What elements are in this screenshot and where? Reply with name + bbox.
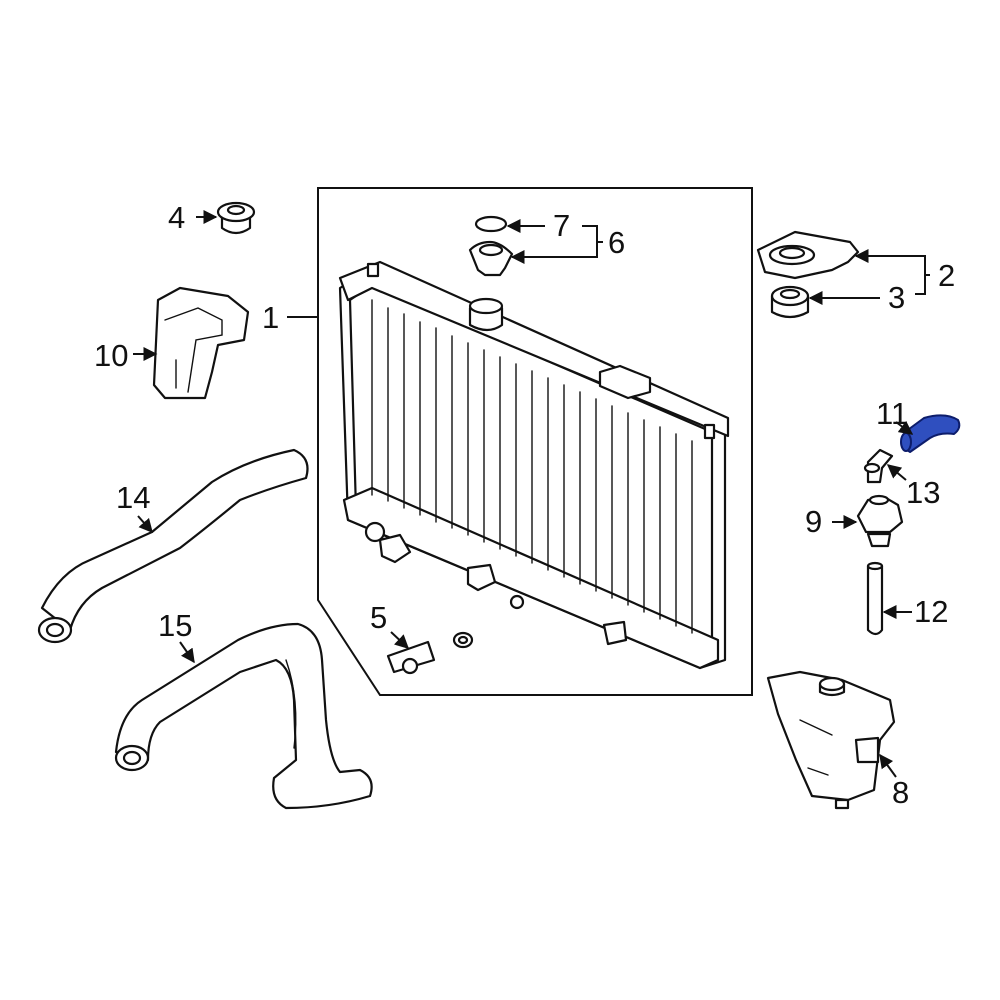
upper-mount-cushion[interactable] (216, 201, 256, 235)
mount-cushion[interactable] (770, 285, 810, 319)
washer[interactable] (474, 215, 508, 233)
radiator-cap[interactable] (468, 240, 514, 277)
radiator[interactable] (338, 260, 730, 670)
overflow-hose[interactable] (903, 414, 961, 453)
callout-4: 4 (168, 200, 185, 235)
callout-2: 2 (938, 258, 955, 293)
mounting-bracket[interactable] (152, 286, 250, 400)
callout-12: 12 (914, 594, 948, 629)
coolant-reservoir[interactable] (766, 670, 896, 810)
callout-5: 5 (370, 600, 387, 635)
overflow-hose-end (900, 432, 912, 452)
callout-7: 7 (553, 208, 570, 243)
callout-6: 6 (608, 225, 625, 260)
upper-radiator-hose[interactable] (37, 448, 309, 644)
callout-14: 14 (116, 480, 150, 515)
leader-lines (133, 210, 930, 778)
callout-13: 13 (906, 475, 940, 510)
callout-8: 8 (892, 775, 909, 810)
drain-plug[interactable] (386, 640, 436, 675)
lower-radiator-hose[interactable] (114, 622, 373, 810)
drain-plug-seal[interactable] (452, 631, 474, 649)
callout-11: 11 (876, 396, 908, 431)
callout-1: 1 (262, 300, 279, 335)
callout-10: 10 (94, 338, 128, 373)
hose-elbow[interactable] (863, 448, 894, 484)
callout-3: 3 (888, 280, 905, 315)
callout-15: 15 (158, 608, 192, 643)
callout-9: 9 (805, 504, 822, 539)
upper-mount-plate[interactable] (756, 230, 860, 280)
reserve-tank-cap[interactable] (856, 494, 904, 548)
radiator-assembly-frame (317, 187, 753, 696)
tank-tube[interactable] (866, 561, 884, 636)
callouts: 1 2 3 4 5 6 7 8 9 10 11 12 13 14 15 (94, 200, 955, 810)
